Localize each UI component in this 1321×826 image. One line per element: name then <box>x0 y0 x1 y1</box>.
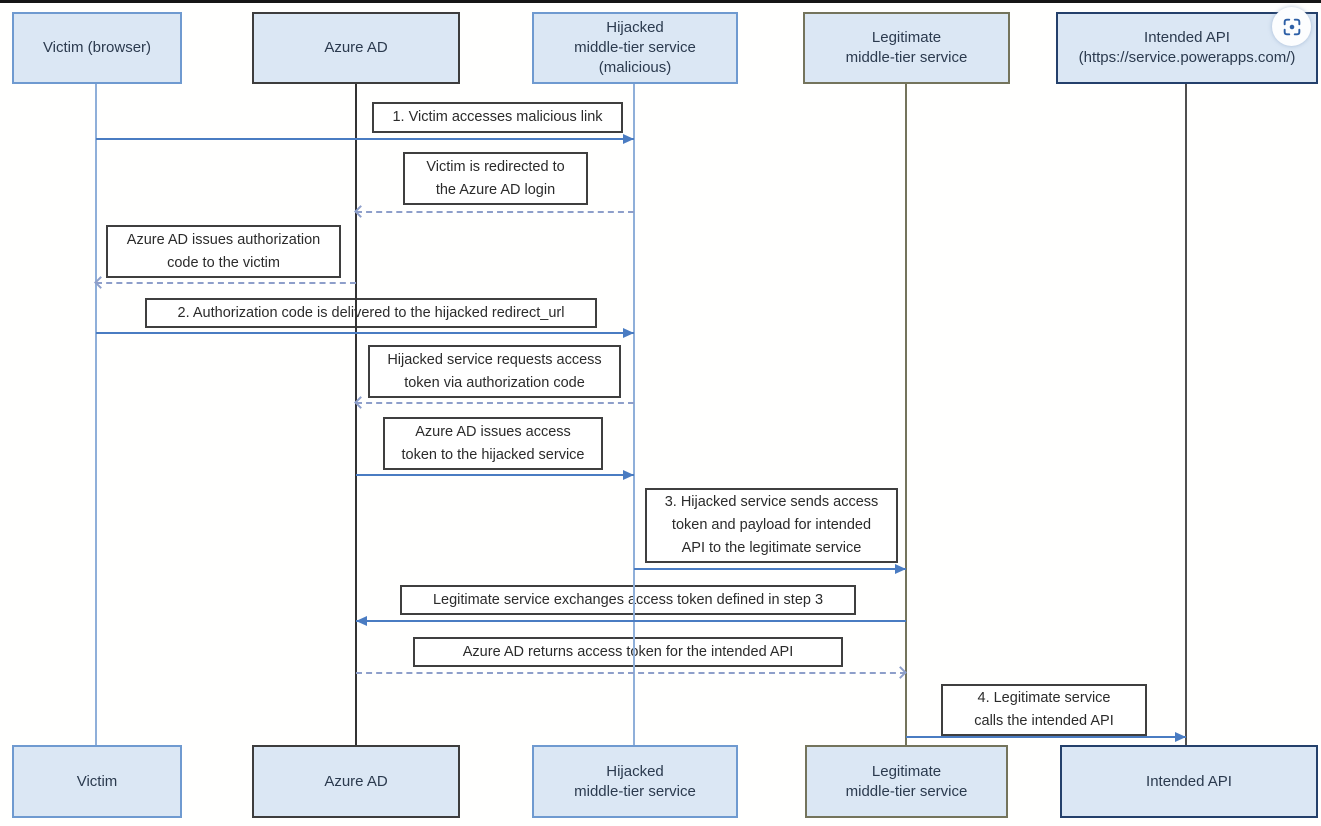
message-arrow-1 <box>96 138 634 140</box>
actor-label-line: Victim <box>76 772 118 790</box>
message-arrow-5 <box>356 402 634 404</box>
actor-label-line: Azure AD <box>324 39 388 56</box>
message-label-6: Azure AD issues access token to the hijac… <box>383 417 603 470</box>
message-arrow-2 <box>356 211 634 213</box>
actor-bottom-hijacked: Hijacked middle-tier service <box>532 745 738 818</box>
actor-bottom-legitimate: Legitimate middle-tier service <box>805 745 1008 818</box>
message-label-line: the Azure AD login <box>435 181 556 198</box>
message-label-line: Azure AD returns access token for the in… <box>462 643 794 660</box>
message-label-line: 2. Authorization code is delivered to th… <box>177 304 565 321</box>
actor-label-line: Hijacked <box>606 19 664 36</box>
actor-label-line: Legitimate <box>871 29 942 46</box>
arrowhead-8 <box>356 616 367 626</box>
message-label-line: Azure AD issues authorization <box>126 231 321 248</box>
message-label-line: 4. Legitimate service <box>977 690 1111 706</box>
actor-label-line: (https://service.powerapps.com/) <box>1078 49 1296 66</box>
scan-corners-glyph <box>1283 18 1300 35</box>
arrowhead-4 <box>623 328 634 338</box>
screenshot-capture-icon[interactable] <box>1272 7 1311 46</box>
message-label-line: API to the legitimate service <box>681 540 862 556</box>
message-label-10: 4. Legitimate service calls the intended … <box>941 684 1147 736</box>
message-arrow-7 <box>634 568 906 570</box>
message-arrow-9 <box>356 672 906 674</box>
arrowhead-10 <box>1175 732 1186 742</box>
message-label-line: 3. Hijacked service sends access <box>664 494 879 510</box>
message-label-line: token to the hijacked service <box>401 446 585 463</box>
message-label-4: 2. Authorization code is delivered to th… <box>145 298 597 328</box>
actor-bottom-intended: Intended API <box>1060 745 1318 818</box>
actor-label-line: (malicious) <box>598 59 672 76</box>
message-label-1: 1. Victim accesses malicious link <box>372 102 623 133</box>
actor-top-hijacked: Hijacked middle-tier service (malicious) <box>532 12 738 84</box>
actor-label-line: Intended API <box>1146 772 1232 790</box>
message-arrow-3 <box>96 282 356 284</box>
message-label-7: 3. Hijacked service sends access token an… <box>645 488 898 563</box>
actor-label-line: Intended API <box>1144 29 1230 46</box>
actor-label-line: Victim (browser) <box>42 39 152 56</box>
message-label-2: Victim is redirected to the Azure AD logi… <box>403 152 588 205</box>
actor-bottom-victim: Victim <box>12 745 182 818</box>
message-label-3: Azure AD issues authorization code to the… <box>106 225 341 278</box>
actor-bottom-azuread: Azure AD <box>252 745 460 818</box>
top-border-rule <box>0 0 1321 3</box>
arrowhead-6 <box>623 470 634 480</box>
message-label-line: code to the victim <box>167 254 280 271</box>
message-label-line: Victim is redirected to <box>426 158 565 175</box>
message-arrow-6 <box>356 474 634 476</box>
actor-label-line: Azure AD <box>324 772 388 790</box>
message-label-9: Azure AD returns access token for the in… <box>413 637 843 667</box>
actor-label-line: middle-tier service <box>845 782 968 800</box>
message-label-line: token and payload for intended <box>671 517 872 533</box>
lifeline-victim <box>95 84 97 745</box>
lifeline-intended <box>1185 84 1187 745</box>
lifeline-legitimate <box>905 84 907 745</box>
message-arrow-4 <box>96 332 634 334</box>
lifeline-azuread <box>355 84 357 745</box>
message-label-line: 1. Victim accesses malicious link <box>392 109 603 125</box>
actor-label-line: middle-tier service <box>574 782 696 800</box>
message-label-line: token via authorization code <box>404 374 585 391</box>
actor-label-line: middle-tier service <box>845 49 968 66</box>
message-label-8: Legitimate service exchanges access toke… <box>400 585 856 615</box>
arrowhead-1 <box>623 134 634 144</box>
actor-label-line: middle-tier service <box>574 39 696 56</box>
message-label-line: Legitimate service exchanges access toke… <box>432 591 824 608</box>
actor-top-legitimate: Legitimate middle-tier service <box>803 12 1010 84</box>
arrowhead-7 <box>895 564 906 574</box>
actor-top-victim: Victim (browser) <box>12 12 182 84</box>
lifeline-hijacked <box>633 84 635 745</box>
message-arrow-8 <box>356 620 906 622</box>
message-label-5: Hijacked service requests access token vi… <box>368 345 621 398</box>
actor-label-line: Legitimate <box>871 762 942 780</box>
actor-label-line: Hijacked <box>606 762 664 780</box>
message-arrow-10 <box>906 736 1186 738</box>
message-label-line: Azure AD issues access <box>415 423 571 440</box>
actor-top-azuread: Azure AD <box>252 12 460 84</box>
message-label-line: calls the intended API <box>974 713 1114 729</box>
message-label-line: Hijacked service requests access <box>387 351 602 368</box>
